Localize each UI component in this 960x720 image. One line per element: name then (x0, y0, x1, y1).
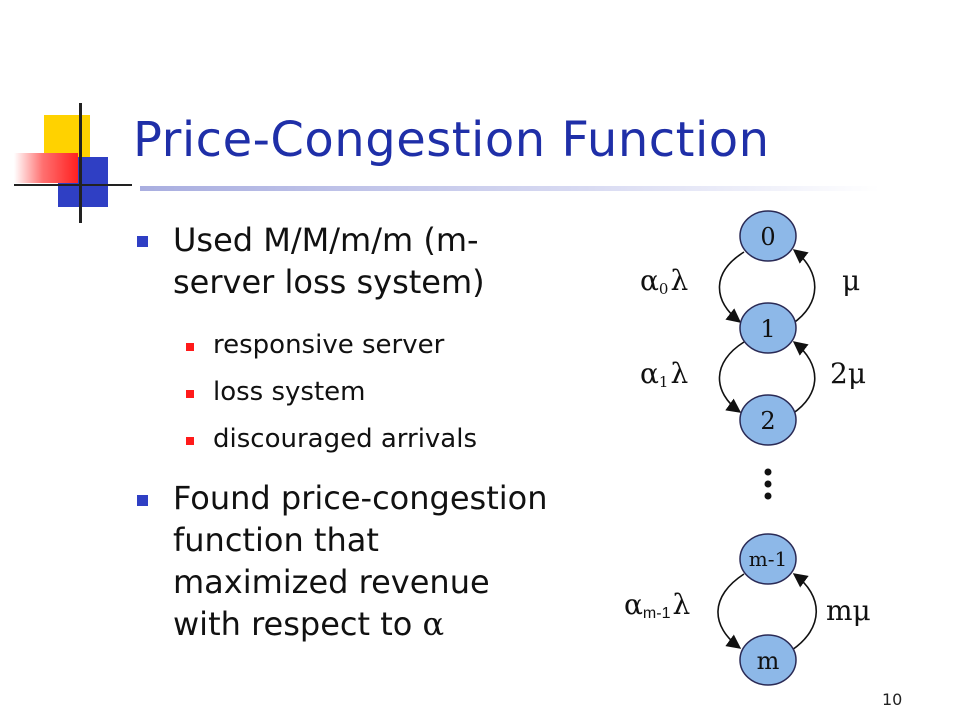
bullet-square-icon (137, 495, 148, 506)
state-node-0 (739, 210, 797, 262)
arrival-arc-0-1 (718, 251, 745, 323)
state-node-1 (739, 302, 797, 354)
state-label-1: 1 (760, 315, 775, 343)
alpha-symbol: α (422, 605, 445, 643)
arrival-rate-label-0: α0λ (640, 264, 688, 298)
title-underline (140, 186, 880, 191)
arrival-arc-1-2 (718, 341, 745, 413)
alpha-symbol: α (624, 588, 643, 621)
state-label-m: m (757, 647, 780, 675)
service-rate-label-1: μ (842, 264, 860, 297)
bullet-2-line-4-text: with respect to (173, 605, 413, 643)
alpha-subscript: 0 (659, 280, 669, 298)
lambda-symbol: λ (670, 264, 688, 297)
sub-bullet-1: responsive server (213, 330, 445, 360)
sub-bullet-3: discouraged arrivals (213, 424, 478, 454)
state-label-m-1: m-1 (749, 547, 787, 571)
lambda-symbol: λ (672, 588, 690, 621)
ellipsis-dot (764, 480, 772, 488)
logo-horizontal-line (14, 184, 132, 186)
lambda-symbol: λ (670, 357, 688, 390)
slide-title: Price-Congestion Function (133, 112, 770, 168)
bullet-square-icon (137, 236, 148, 247)
service-arc-m-m1 (791, 573, 817, 651)
state-node-m (739, 634, 797, 686)
logo-vertical-line (79, 103, 82, 223)
logo-red-bar (14, 153, 78, 183)
bullet-1-line-1: Used M/M/m/m (m- (173, 221, 479, 259)
service-rate-label-2: 2μ (830, 357, 866, 390)
arrival-rate-label-m-1: αm-1λ (624, 588, 690, 622)
state-label-0: 0 (760, 223, 775, 251)
bullet-2-line-1: Found price-congestion (173, 479, 548, 517)
alpha-subscript: m-1 (643, 605, 671, 622)
ellipsis-dot (764, 492, 772, 500)
service-arc-1-0 (791, 249, 816, 325)
alpha-symbol: α (640, 264, 659, 297)
sub-bullet-square-icon (186, 390, 194, 398)
state-node-m-1 (739, 533, 797, 585)
service-arc-2-1 (791, 341, 816, 415)
alpha-subscript: 1 (659, 373, 669, 391)
bullet-2-line-3: maximized revenue (173, 563, 490, 601)
arrival-rate-label-1: α1λ (640, 357, 688, 391)
sub-bullet-square-icon (186, 437, 194, 445)
slide-logo-decoration (0, 95, 140, 225)
bullet-2-line-2: function that (173, 521, 379, 559)
ellipsis-dot (764, 468, 772, 476)
service-rate-label-m: mμ (826, 594, 871, 627)
sub-bullet-square-icon (186, 343, 194, 351)
bullet-2-line-4: with respect to α (173, 604, 444, 645)
arrival-arc-m1-m (717, 573, 745, 649)
state-label-2: 2 (760, 407, 775, 435)
sub-bullet-2: loss system (213, 377, 366, 407)
bullet-1-line-2: server loss system) (173, 263, 485, 301)
page-number: 10 (882, 690, 903, 709)
state-node-2 (739, 394, 797, 446)
alpha-symbol: α (640, 357, 659, 390)
